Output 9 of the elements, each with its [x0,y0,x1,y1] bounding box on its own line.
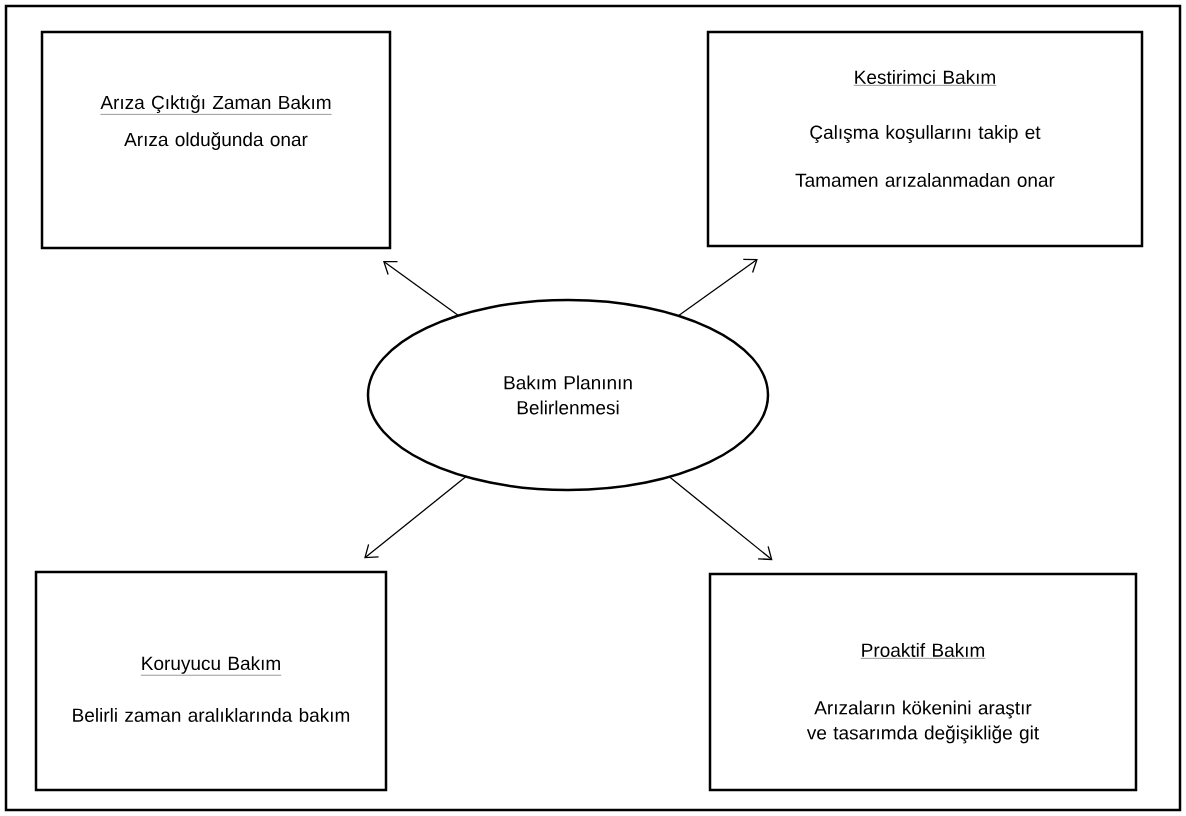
process-box: Arıza Çıktığı Zaman Bakım Arıza olduğunda onar [40,30,392,250]
arrow [364,475,468,559]
process-box: Proaktif Bakım Arızaların kökenini araştır ve tasarımda değişikliğe git [708,572,1138,792]
arrow [677,258,758,317]
process-box: Koruyucu Bakım Belirli zaman aralıklarında bakım [34,570,388,792]
ellipse-node: Bakım Planının Belirlenmesi [366,298,770,492]
arrow [383,260,460,317]
process-box: Kestirimci Bakım Çalışma koşullarını takip et Tamamen arızalanmadan onar [706,30,1144,248]
arrow [668,475,773,561]
